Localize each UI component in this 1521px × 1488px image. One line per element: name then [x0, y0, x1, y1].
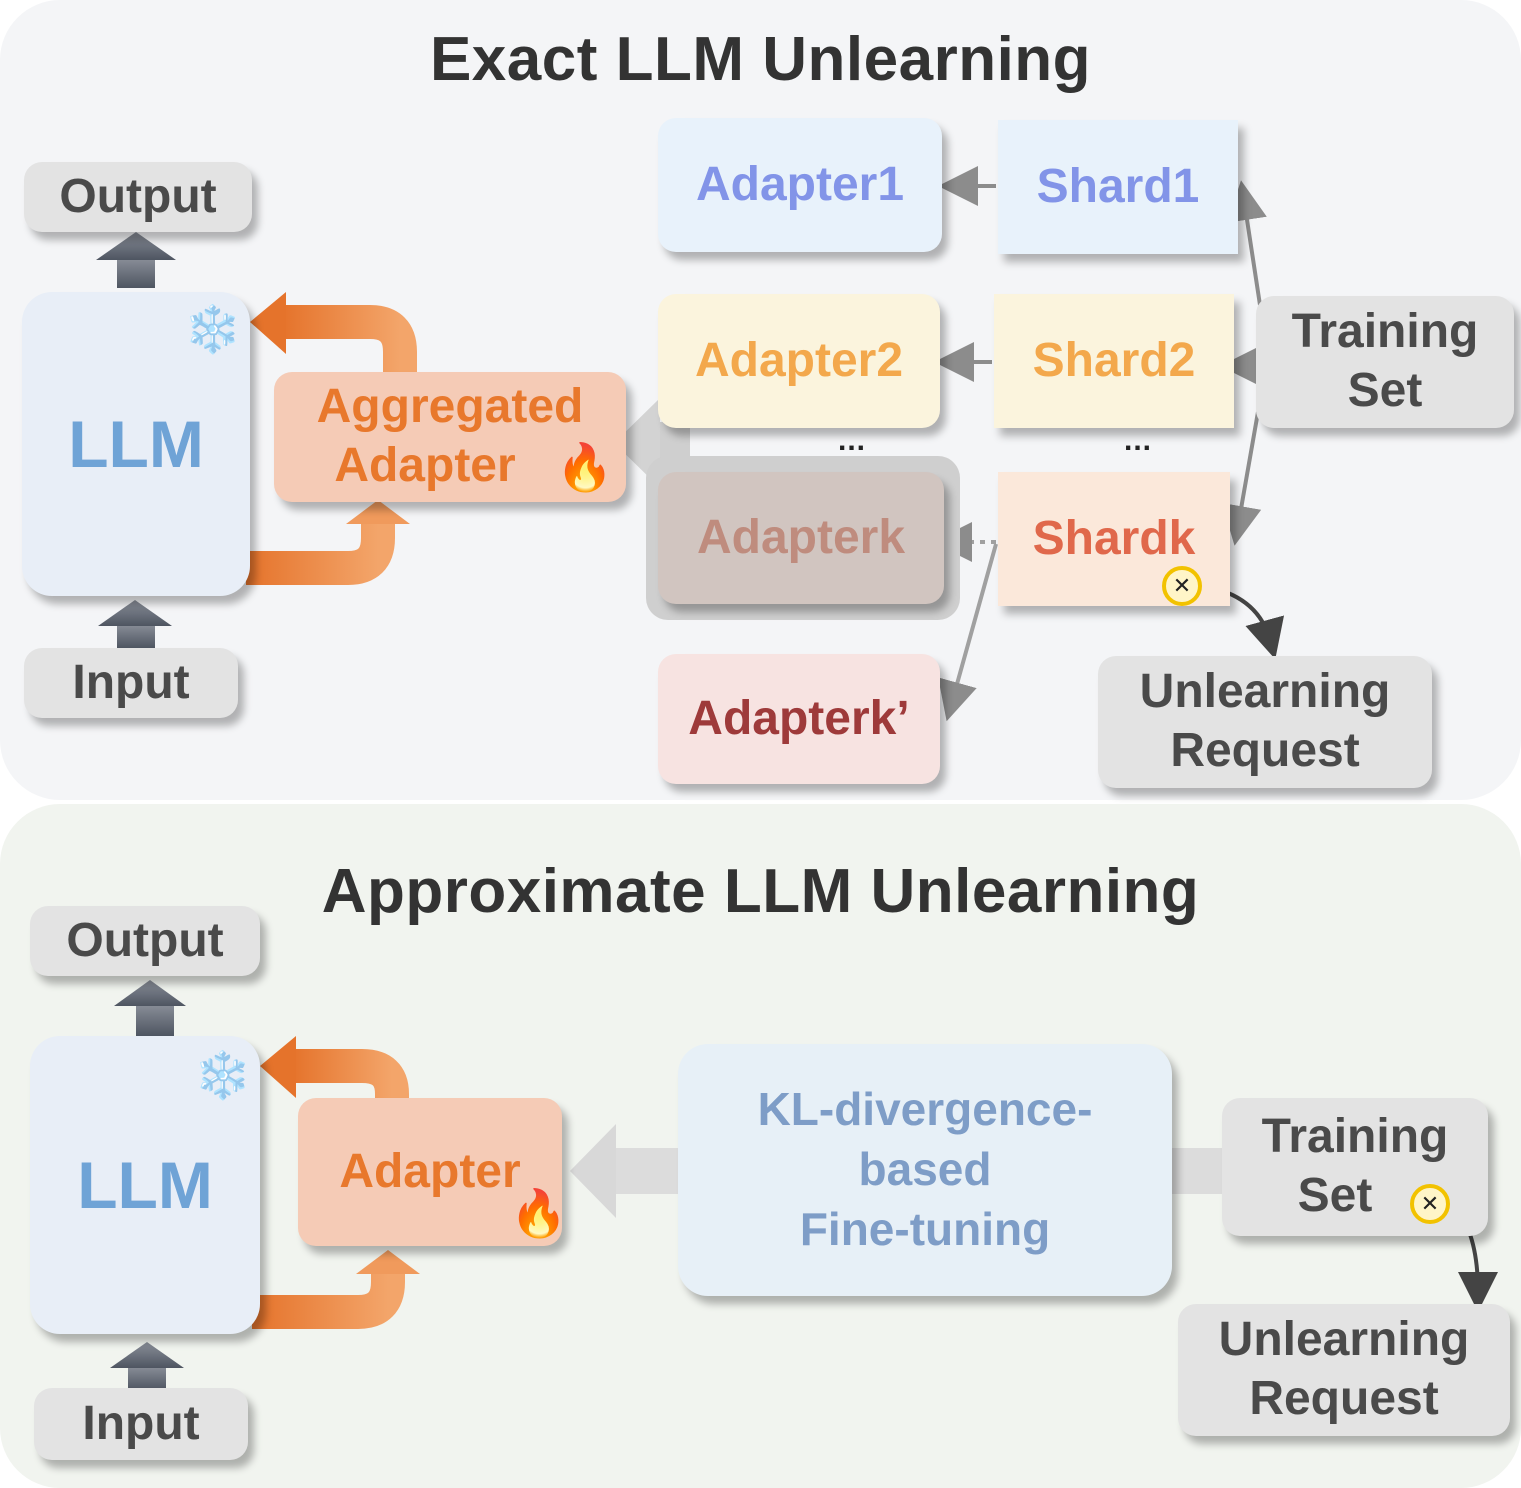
- unlearning-request-line-2: Request: [1170, 724, 1360, 777]
- shardk-to-adapterk-prime-arrow: [938, 543, 998, 722]
- llm-to-output-arrow: [96, 232, 176, 288]
- approx-snowflake-icon: ❄️: [194, 1049, 252, 1101]
- input-box: Input: [24, 648, 238, 718]
- aggregated-line-2: Adapter: [334, 439, 516, 492]
- training-to-shardk-arrow: [1221, 411, 1262, 546]
- training-set-box: Training Set: [1256, 296, 1514, 428]
- llm-label: LLM: [68, 406, 204, 481]
- approx-adapter-to-llm-arrow: [260, 1036, 409, 1098]
- unlearning-request-line-1: Unlearning: [1139, 665, 1391, 719]
- approx-training-set-line-1: Training: [1261, 1110, 1449, 1164]
- approx-llm-box: LLM: [30, 1036, 260, 1334]
- shardk-box: Shardk: [998, 472, 1230, 606]
- input-to-llm-arrow: [98, 600, 172, 648]
- shard1-box: Shard1: [998, 120, 1238, 254]
- training-set-line-1: Training: [1291, 305, 1479, 359]
- approx-llm-label: LLM: [77, 1147, 213, 1222]
- approx-input-to-llm-arrow: [110, 1342, 184, 1390]
- finetune-line-2: based: [858, 1143, 992, 1196]
- adapter-ellipsis: ...: [838, 424, 867, 457]
- remove-x-icon: ✕: [1162, 566, 1202, 606]
- approx-unlearning-request-line-1: Unlearning: [1218, 1313, 1470, 1367]
- adapterk-prime-box: Adapterk’: [658, 654, 940, 784]
- llm-to-adapter-arrow: [246, 500, 410, 585]
- snowflake-icon: ❄️: [184, 303, 242, 355]
- approx-unlearning-request-box: Unlearning Request: [1178, 1304, 1510, 1436]
- approx-title: Approximate LLM Unlearning: [321, 857, 1200, 926]
- output-box: Output: [24, 162, 252, 232]
- finetune-line-1: KL-divergence-: [757, 1083, 1093, 1136]
- adapterk-box: Adapterk: [658, 472, 944, 604]
- approx-llm-to-output-arrow: [114, 980, 186, 1036]
- approx-training-set-line-2: Set: [1297, 1169, 1373, 1222]
- training-set-line-2: Set: [1347, 364, 1423, 417]
- adapter2-box: Adapter2: [658, 294, 940, 428]
- adapter1-box: Adapter1: [658, 118, 942, 252]
- shard2-box: Shard2: [994, 294, 1234, 428]
- llm-box: LLM: [22, 292, 250, 596]
- approx-remove-x-icon: ✕: [1410, 1184, 1450, 1224]
- aggregated-line-1: Aggregated: [316, 380, 584, 434]
- adapter-to-llm-arrow: [250, 292, 417, 372]
- unlearning-request-box: Unlearning Request: [1098, 656, 1432, 788]
- finetune-to-adapter-arrow: [570, 1124, 678, 1218]
- finetune-line-3: Fine-tuning: [799, 1202, 1051, 1255]
- finetune-box: KL-divergence- based Fine-tuning: [678, 1044, 1172, 1296]
- training-to-shard1-arrow: [1227, 180, 1267, 306]
- exact-title: Exact LLM Unlearning: [429, 25, 1092, 94]
- approx-fire-icon: 🔥: [510, 1187, 568, 1239]
- approx-adapter-box: Adapter: [298, 1098, 562, 1246]
- shard-ellipsis: ...: [1124, 424, 1153, 457]
- approx-unlearning-request-line-2: Request: [1249, 1372, 1439, 1425]
- approx-input-box: Input: [34, 1388, 248, 1460]
- training-to-finetune-connector: [1172, 1148, 1224, 1194]
- aggregated-adapter-box: Aggregated Adapter: [274, 372, 626, 502]
- approx-llm-to-adapter-arrow: [252, 1250, 420, 1329]
- fire-icon: 🔥: [556, 441, 614, 493]
- approx-output-box: Output: [30, 906, 260, 976]
- approx-training-set-box: Training Set: [1222, 1098, 1488, 1236]
